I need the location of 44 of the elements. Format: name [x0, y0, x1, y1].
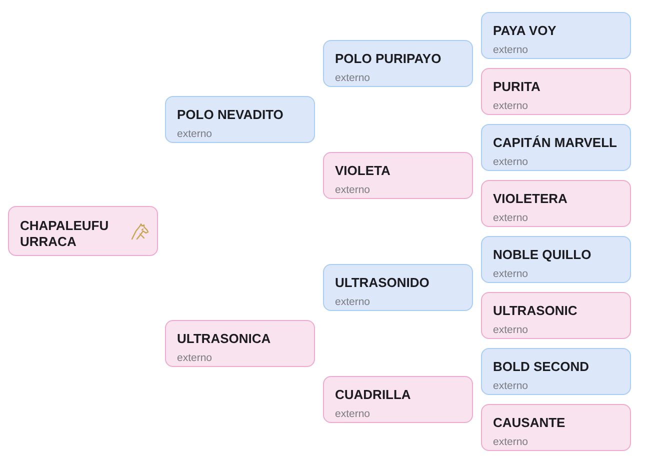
- pedigree-card: [8, 206, 158, 256]
- pedigree-card: [165, 96, 315, 143]
- pedigree-card: [481, 404, 631, 451]
- horse-name: CAUSANTE: [493, 415, 566, 431]
- origin-label: externo: [335, 184, 370, 197]
- horse-name: BOLD SECOND: [493, 359, 590, 375]
- origin-label: externo: [493, 156, 528, 169]
- pedigree-card: [481, 236, 631, 283]
- pedigree-card: [481, 180, 631, 227]
- pedigree-card: [323, 40, 473, 87]
- pedigree-card: [323, 264, 473, 311]
- origin-label: externo: [335, 296, 370, 309]
- origin-label: externo: [335, 408, 370, 421]
- origin-label: externo: [335, 72, 370, 85]
- pedigree-card: [481, 292, 631, 339]
- origin-label: externo: [493, 436, 528, 449]
- horse-name: POLO NEVADITO: [177, 107, 284, 123]
- horse-name: NOBLE QUILLO: [493, 247, 592, 263]
- origin-label: externo: [493, 44, 528, 57]
- pedigree-card: [481, 124, 631, 171]
- pedigree-card: [481, 68, 631, 115]
- origin-label: externo: [493, 324, 528, 337]
- pedigree-card: [323, 152, 473, 199]
- pedigree-card: [323, 376, 473, 423]
- pedigree-card: [481, 348, 631, 395]
- horse-name: ULTRASONIC: [493, 303, 578, 319]
- horse-name: PAYA VOY: [493, 23, 556, 39]
- pedigree-card: [481, 12, 631, 59]
- horse-name: CAPITÁN MARVELL: [493, 135, 617, 151]
- origin-label: externo: [493, 212, 528, 225]
- origin-label: externo: [493, 100, 528, 113]
- horse-name: CHAPALEUFU URRACA: [20, 218, 110, 250]
- origin-label: externo: [493, 268, 528, 281]
- horse-name: VIOLETA: [335, 163, 390, 179]
- horse-name: VIOLETERA: [493, 191, 568, 207]
- pedigree-card: [165, 320, 315, 367]
- horse-name: PURITA: [493, 79, 540, 95]
- horse-name: CUADRILLA: [335, 387, 411, 403]
- origin-label: externo: [493, 380, 528, 393]
- horse-name: ULTRASONICA: [177, 331, 271, 347]
- origin-label: externo: [177, 128, 212, 141]
- horse-name: ULTRASONIDO: [335, 275, 430, 291]
- origin-label: externo: [177, 352, 212, 365]
- horse-name: POLO PURIPAYO: [335, 51, 442, 67]
